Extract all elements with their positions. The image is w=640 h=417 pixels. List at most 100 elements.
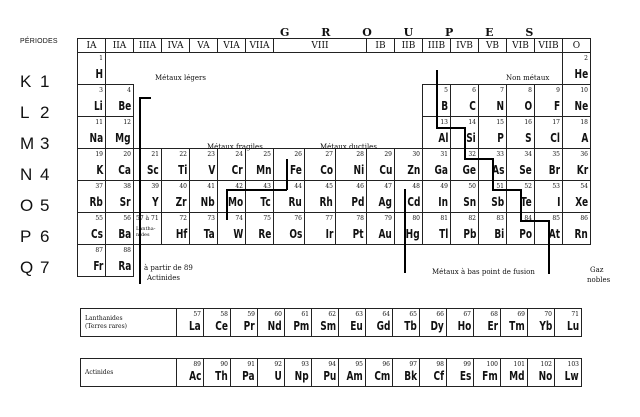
boundary-line: [436, 127, 464, 129]
boundary-line: [464, 158, 492, 160]
group-header: IB: [366, 38, 395, 53]
group-header: IVA: [161, 38, 190, 53]
